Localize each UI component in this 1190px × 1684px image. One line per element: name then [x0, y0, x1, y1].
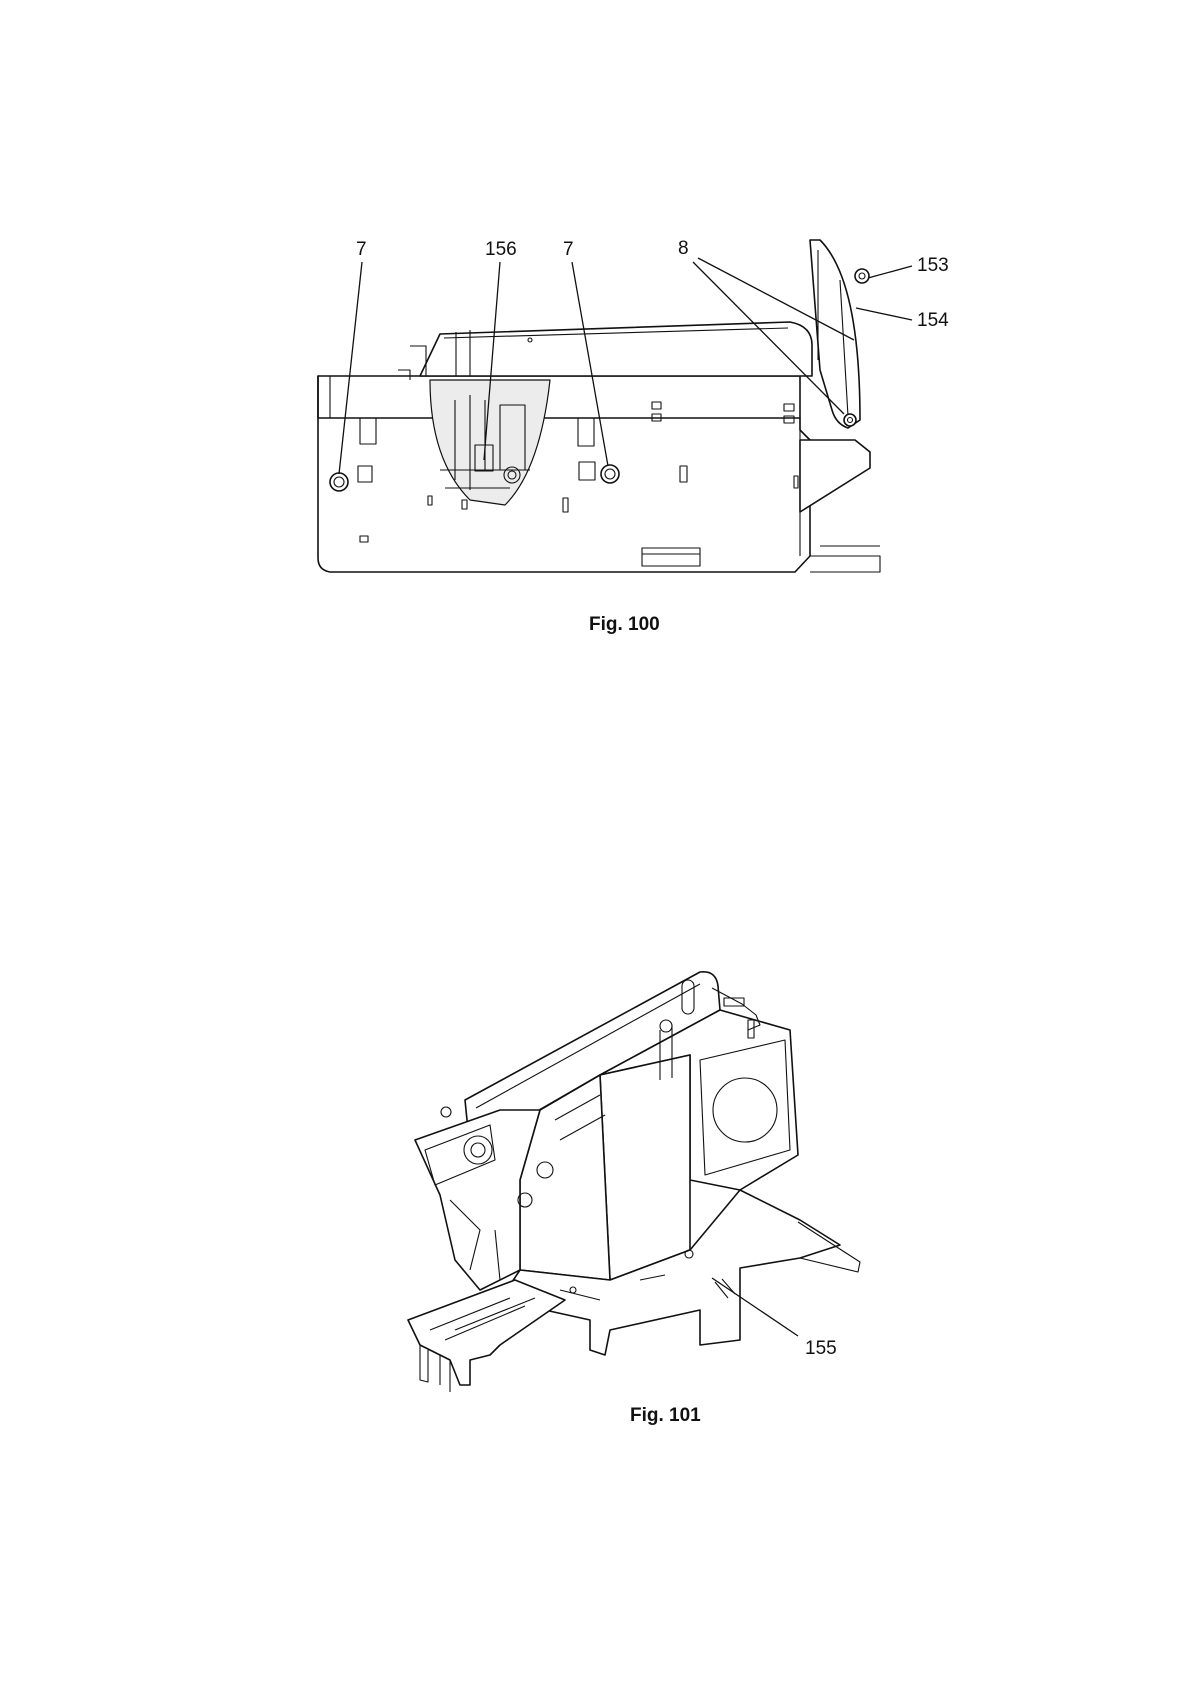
callout-7-right: 7	[563, 240, 574, 259]
caption-fig-101: Fig. 101	[630, 1405, 701, 1427]
fig101-frame	[408, 972, 860, 1392]
fig100-side-cover	[810, 240, 869, 428]
callout-7-left: 7	[356, 240, 367, 259]
callout-8: 8	[678, 239, 689, 258]
fig100-chassis	[318, 322, 880, 572]
callout-153: 153	[917, 256, 949, 275]
callout-154: 154	[917, 311, 949, 330]
callout-156: 156	[485, 240, 517, 259]
callout-155: 155	[805, 1339, 837, 1358]
caption-fig-100: Fig. 100	[589, 614, 660, 636]
